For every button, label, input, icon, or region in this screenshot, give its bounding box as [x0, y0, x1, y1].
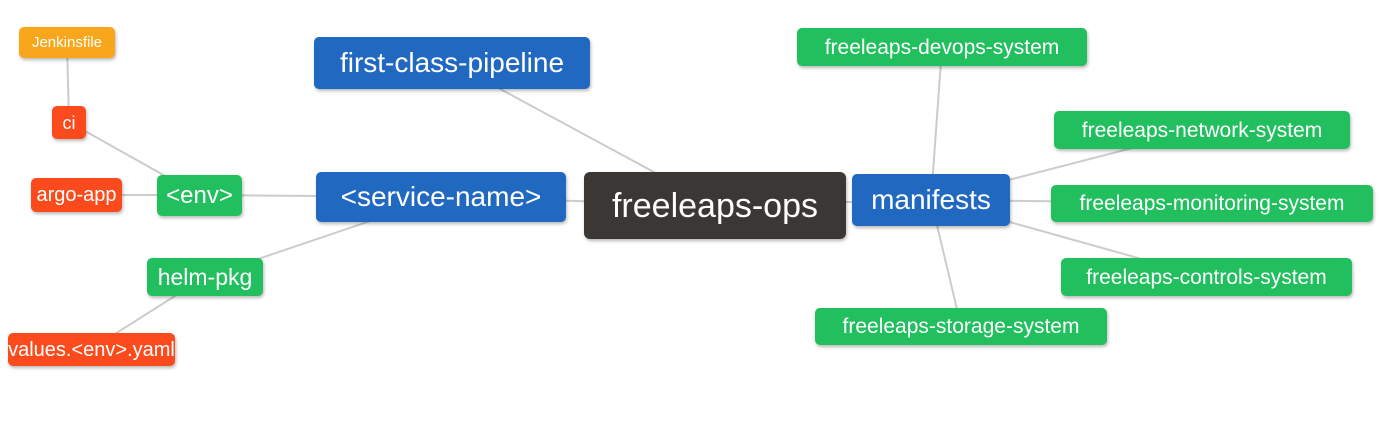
node-service-name[interactable]: <service-name> — [316, 172, 566, 222]
node-freeleaps-devops-system[interactable]: freeleaps-devops-system — [797, 28, 1087, 66]
node-manifests[interactable]: manifests — [852, 174, 1010, 226]
node-env-label: <env> — [166, 181, 233, 209]
node-freeleaps-monitoring-system[interactable]: freeleaps-monitoring-system — [1051, 185, 1373, 222]
node-first-class-pipeline-label: first-class-pipeline — [339, 47, 565, 78]
node-ci[interactable]: ci — [52, 106, 86, 139]
node-freeleaps-network-system[interactable]: freeleaps-network-system — [1054, 111, 1350, 149]
node-freeleaps-storage-system[interactable]: freeleaps-storage-system — [815, 308, 1107, 345]
node-root-freeleaps-ops[interactable]: freeleaps-ops — [584, 172, 846, 239]
node-argo-app[interactable]: argo-app — [31, 178, 122, 212]
node-root-label: freeleaps-ops — [611, 186, 818, 225]
node-devops-system-label: freeleaps-devops-system — [824, 35, 1060, 59]
node-values-env-yaml[interactable]: values.<env>.yaml — [8, 333, 175, 366]
node-argo-app-label: argo-app — [36, 184, 117, 206]
node-storage-system-label: freeleaps-storage-system — [842, 315, 1080, 338]
node-first-class-pipeline[interactable]: first-class-pipeline — [314, 37, 590, 89]
node-ci-label: ci — [62, 112, 76, 133]
node-network-system-label: freeleaps-network-system — [1081, 118, 1323, 142]
node-helm-pkg-label: helm-pkg — [157, 263, 253, 290]
node-jenkinsfile-label: Jenkinsfile — [31, 34, 103, 51]
node-monitoring-system-label: freeleaps-monitoring-system — [1079, 192, 1345, 215]
node-jenkinsfile[interactable]: Jenkinsfile — [19, 27, 115, 58]
node-env[interactable]: <env> — [157, 175, 242, 216]
node-service-name-label: <service-name> — [340, 181, 542, 212]
node-values-env-yaml-label: values.<env>.yaml — [8, 338, 175, 361]
node-manifests-label: manifests — [871, 184, 991, 215]
node-helm-pkg[interactable]: helm-pkg — [147, 258, 263, 296]
node-freeleaps-controls-system[interactable]: freeleaps-controls-system — [1061, 258, 1352, 296]
node-controls-system-label: freeleaps-controls-system — [1086, 265, 1327, 289]
